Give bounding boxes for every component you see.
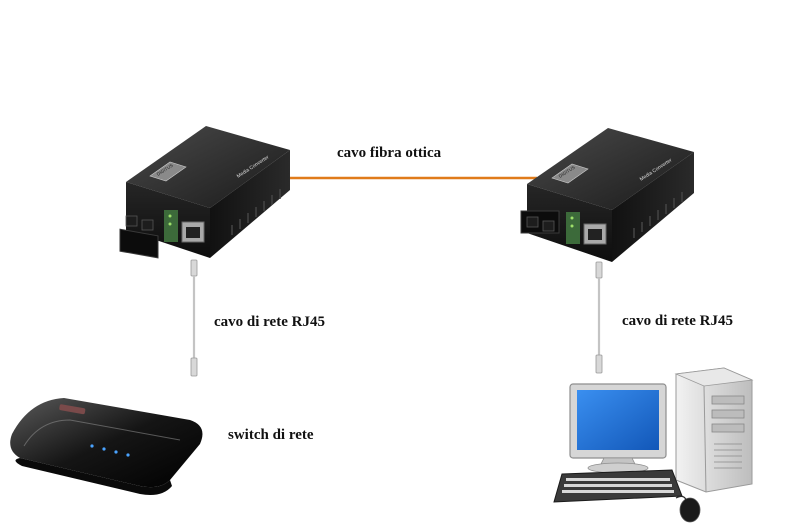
left-rj45-cable bbox=[190, 259, 198, 377]
switch-label: switch di rete bbox=[228, 427, 314, 443]
left-rj45-label: cavo di rete RJ45 bbox=[214, 314, 325, 330]
right-rj45-cable bbox=[595, 261, 603, 374]
desktop-computer-icon bbox=[553, 367, 754, 523]
network-switch-icon bbox=[10, 398, 203, 495]
right-rj45-label: cavo di rete RJ45 bbox=[622, 313, 733, 329]
right-media-converter-icon: DIGITUS Media Converter bbox=[520, 128, 694, 262]
left-media-converter-icon: DIGITUS Media Converter bbox=[119, 126, 290, 259]
fiber-cable-label: cavo fibra ottica bbox=[337, 145, 442, 161]
